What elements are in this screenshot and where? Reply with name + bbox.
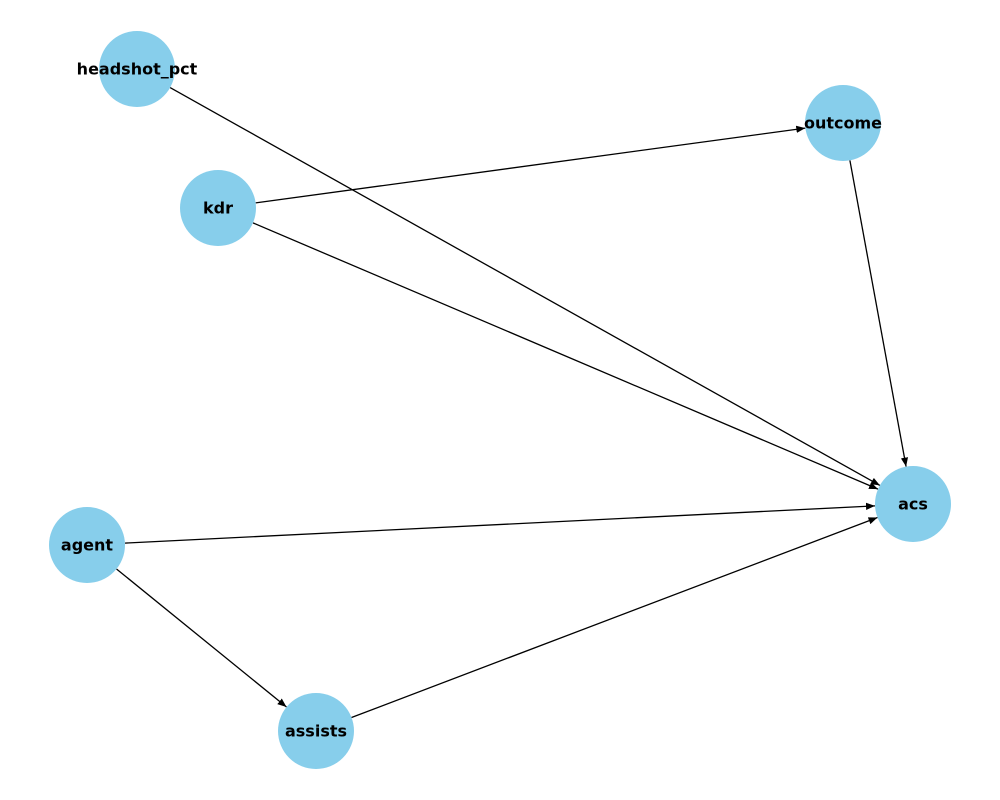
node-circle-kdr xyxy=(180,170,256,246)
node-label-outcome: outcome xyxy=(804,114,882,133)
node-circle-agent xyxy=(49,507,125,583)
edge-headshot_pct-to-acs xyxy=(169,87,881,486)
node-circle-outcome xyxy=(805,85,881,161)
node-label-acs: acs xyxy=(898,495,928,514)
node-label-kdr: kdr xyxy=(203,199,233,218)
node-label-assists: assists xyxy=(285,722,347,741)
node-outcome: outcome xyxy=(804,85,882,161)
node-acs: acs xyxy=(875,466,951,542)
edge-kdr-to-outcome xyxy=(255,125,806,204)
edge-assists-to-acs xyxy=(351,516,878,719)
node-agent: agent xyxy=(49,507,125,583)
node-circle-headshot_pct xyxy=(99,31,175,107)
edge-outcome-to-acs xyxy=(849,160,909,467)
node-circle-assists xyxy=(278,693,354,769)
node-assists: assists xyxy=(278,693,354,769)
node-label-headshot_pct: headshot_pct xyxy=(77,60,198,79)
node-label-agent: agent xyxy=(61,536,113,555)
edges xyxy=(116,87,909,719)
edge-kdr-to-acs xyxy=(252,222,879,490)
node-headshot_pct: headshot_pct xyxy=(77,31,198,107)
node-kdr: kdr xyxy=(180,170,256,246)
edge-agent-to-acs xyxy=(124,502,876,544)
edge-agent-to-assists xyxy=(116,568,287,708)
node-circle-acs xyxy=(875,466,951,542)
